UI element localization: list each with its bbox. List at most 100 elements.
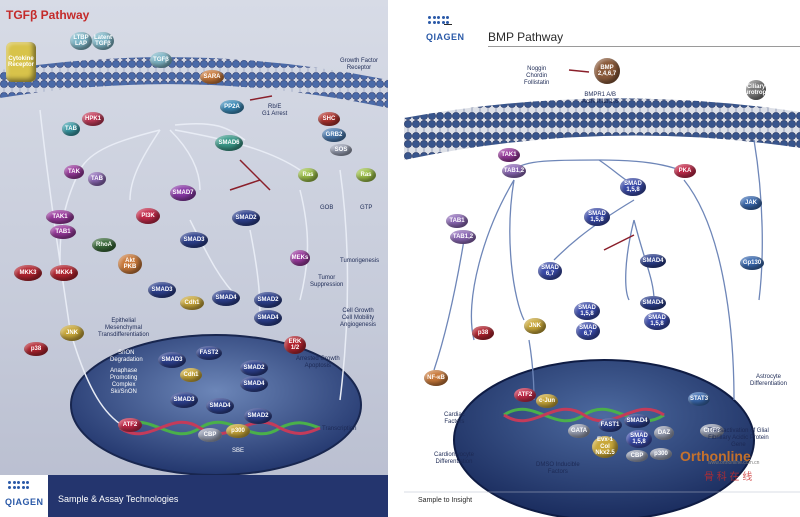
jnk-node: JNK bbox=[60, 325, 84, 341]
p38-node: p38 bbox=[24, 342, 48, 356]
smad3-node-a: SMAD3 bbox=[180, 232, 208, 248]
tumorigenesis-label: Tumorigenesis bbox=[340, 258, 380, 264]
bmp-node: BMP 2,4,6,7 bbox=[594, 58, 620, 84]
smad4-node-right-3: SMAD4 bbox=[624, 414, 650, 428]
bmpr-label: BMPR1 A/B ActR II,IIb,1,6 bbox=[582, 92, 619, 105]
p38-node-right: p38 bbox=[472, 326, 494, 340]
tab-node: TAB bbox=[62, 122, 80, 136]
fast1-node: FAST1 bbox=[598, 418, 622, 432]
erk-node: ERK 1/2 bbox=[284, 336, 306, 354]
jak-node: JAK bbox=[740, 196, 762, 210]
smad2-node-d: SMAD2 bbox=[244, 408, 272, 424]
shc-node: SHC bbox=[318, 112, 340, 126]
cardiomyocyte-label: Cardiomyocyte Differentiation bbox=[434, 452, 475, 465]
tgfb-pathway-panel: TGFβ Pathway Cytokine Receptor LTBP LAP … bbox=[0, 0, 388, 517]
smad7-node: SMAD7 bbox=[170, 185, 196, 201]
gp130-node: Gp130 bbox=[740, 256, 764, 270]
bmp-title: BMP Pathway bbox=[488, 30, 564, 44]
tgfb-node: TGFβ bbox=[150, 52, 172, 68]
sbe-label: SBE bbox=[232, 448, 245, 454]
snon-degradation-label: SnON Degradation bbox=[110, 350, 143, 363]
title-rule bbox=[444, 24, 452, 25]
qiagen-logo-dots bbox=[8, 481, 29, 489]
stat3-node: STAT3 bbox=[688, 392, 710, 406]
smad158-node-e: SMAD 1,5,8 bbox=[626, 430, 652, 448]
qiagen-logo-right: QIAGEN bbox=[426, 32, 465, 42]
emt-label: Epithelial Mesenchymal Transdifferentiat… bbox=[98, 318, 150, 338]
watermark-brand: Orthonline bbox=[680, 448, 751, 464]
smad4-node-c: SMAD4 bbox=[240, 376, 268, 392]
dmso-label: DMSO Inducible Factors bbox=[536, 462, 580, 475]
ltbp-node: LTBP LAP bbox=[70, 32, 92, 50]
sos-node: SOS bbox=[330, 144, 352, 156]
smad4-node-a: SMAD4 bbox=[212, 290, 240, 306]
meks-node: MEKs bbox=[290, 250, 310, 266]
tak1-node: TAK1 bbox=[46, 210, 74, 224]
cdh1-node-b: Cdh1 bbox=[180, 368, 202, 382]
tab-node-2: TAB bbox=[88, 172, 106, 186]
left-footer-bar bbox=[0, 475, 388, 517]
ciliary-neurotrophic-node: Ciliary Neurotrophic bbox=[737, 80, 775, 100]
creb-node: CREB bbox=[700, 424, 724, 438]
smad4-node-right: SMAD4 bbox=[640, 254, 666, 268]
cdh1-node: Cdh1 bbox=[180, 296, 204, 310]
growth-factor-receptor-label: Growth Factor Receptor bbox=[340, 58, 379, 71]
smad158-node: SMAD 1,5,8 bbox=[620, 178, 646, 196]
nfkb-node: NF-κB bbox=[424, 370, 448, 386]
tab12-node-right: TAB1,2 bbox=[502, 164, 526, 178]
qiagen-logo-left: QIAGEN bbox=[5, 497, 44, 507]
smad6-node: SMAD6 bbox=[215, 135, 243, 151]
bmp-pathway-panel: QIAGEN BMP Pathway BMP 2,4,6,7 TAK1 TAB1… bbox=[404, 0, 800, 517]
fast2-node: FAST2 bbox=[196, 346, 222, 360]
cytokine-receptor: Cytokine Receptor bbox=[6, 42, 36, 82]
pka-node: PKA bbox=[674, 164, 696, 178]
evx-nkx-node: Evx-1 Col Nkx2.5 bbox=[592, 436, 618, 458]
sara-node: SARA bbox=[200, 70, 224, 84]
left-footer-text: Sample & Assay Technologies bbox=[58, 494, 179, 504]
pp2a-node: PP2A bbox=[220, 100, 244, 114]
smad2-node-a: SMAD2 bbox=[232, 210, 260, 226]
mkk4-node: MKK4 bbox=[50, 265, 78, 281]
cardiac-factors-label: Cardiac Factors bbox=[444, 412, 465, 425]
apc-label: Anaphase Promoting Complex Ski/SnON bbox=[110, 368, 138, 395]
title-underline bbox=[488, 46, 800, 47]
cell-growth-label: Cell Growth Cell Mobility Angiogenesis bbox=[340, 308, 377, 328]
p300-node-right: p300 bbox=[650, 448, 672, 460]
cbp-node-right: CBP bbox=[626, 450, 648, 462]
latent-tgfb-node: Latent TGFβ bbox=[92, 32, 114, 50]
gata-node: GATA bbox=[568, 424, 590, 438]
ras-node-1: Ras bbox=[298, 168, 318, 182]
gtp-label: GTP bbox=[360, 205, 373, 211]
atf2-node: ATF2 bbox=[118, 418, 142, 432]
tumor-suppression-label: Tumor Suppression bbox=[310, 275, 344, 288]
smad3-node-b: SMAD3 bbox=[148, 282, 176, 298]
smad158-node-b: SMAD 1,5,8 bbox=[584, 208, 610, 226]
rb-g1-arrest-label: Rb/E G1 Arrest bbox=[262, 104, 288, 117]
atf2-node-right: ATF2 bbox=[514, 388, 536, 402]
smad158-node-c: SMAD 1,5,8 bbox=[574, 302, 600, 320]
gob-label: GOB bbox=[320, 205, 334, 211]
tab12-node-right-2: TAB1,2 bbox=[450, 230, 476, 244]
smad158-node-d: SMAD 1,5,8 bbox=[644, 312, 670, 330]
smad3-node-d: SMAD3 bbox=[170, 392, 198, 408]
gfap-label: Transactivation of Glial Fibrillary Acid… bbox=[708, 428, 769, 448]
tab1-node-right: TAB1 bbox=[446, 214, 468, 228]
transcription-label: Transcription bbox=[322, 426, 357, 432]
tak-node: TAK bbox=[64, 165, 84, 179]
smad3-node-c: SMAD3 bbox=[158, 352, 186, 368]
tak1-node-right: TAK1 bbox=[498, 148, 520, 162]
pi3k-node: PI3K bbox=[136, 208, 160, 224]
page-title: TGFβ Pathway bbox=[6, 8, 90, 22]
tab1-node: TAB1 bbox=[50, 225, 76, 239]
arrested-growth-label: Arrested Growth Apoptosis bbox=[296, 356, 340, 369]
smad67-node: SMAD 6,7 bbox=[538, 262, 562, 280]
qiagen-logo-dots-right bbox=[428, 16, 449, 24]
mkk3-node: MKK3 bbox=[14, 265, 42, 281]
rhoa-node: RhoA bbox=[92, 238, 116, 252]
logo-box: QIAGEN bbox=[0, 475, 48, 517]
p300-node: p300 bbox=[226, 424, 250, 438]
cjun-node: c-Jun bbox=[536, 394, 558, 408]
jnk-node-right: JNK bbox=[524, 318, 546, 334]
smad2-node-b: SMAD2 bbox=[254, 292, 282, 308]
tgfb-diagram-background bbox=[0, 57, 388, 476]
